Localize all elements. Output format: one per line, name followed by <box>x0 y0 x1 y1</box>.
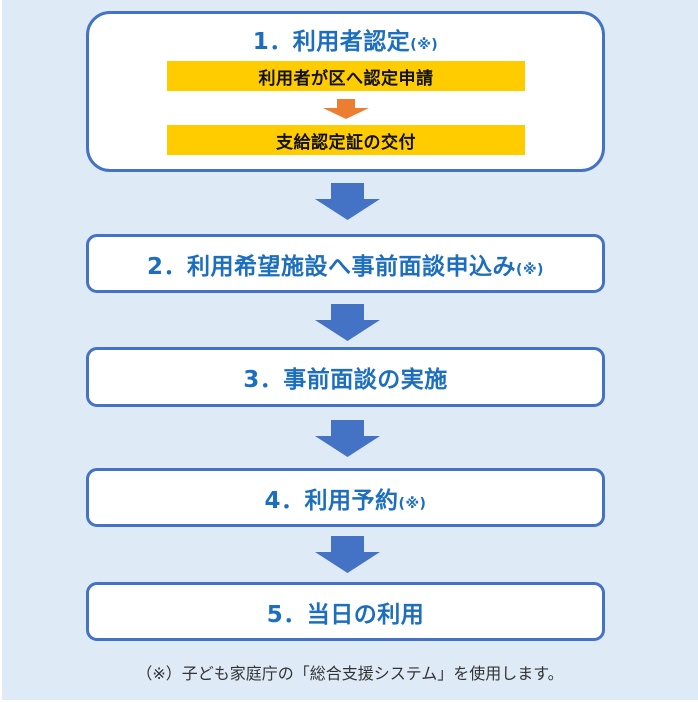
down-arrow-icon <box>315 420 380 457</box>
step-2-box: 2．利用希望施設へ事前面談申込み(※) <box>86 234 605 293</box>
step-note: (※) <box>410 37 439 53</box>
step-3-title: 3．事前面談の実施 <box>243 360 448 394</box>
step-label: 事前面談の実施 <box>283 367 448 393</box>
substep-certificate: 支給認定証の交付 <box>167 125 525 155</box>
step-4-title: 4．利用予約(※) <box>265 481 427 515</box>
down-arrow-icon <box>315 304 380 341</box>
step-3-box: 3．事前面談の実施 <box>86 347 605 407</box>
step-number: 2． <box>147 253 188 280</box>
step-label: 利用希望施設へ事前面談申込み <box>187 253 517 280</box>
step-number: 5． <box>266 601 307 628</box>
down-arrow-icon <box>315 183 380 220</box>
step-5-box: 5．当日の利用 <box>86 582 605 641</box>
footnote: （※）子ども家庭庁の「総合支援システム」を使用します。 <box>136 664 564 683</box>
orange-down-arrow-icon <box>323 99 369 119</box>
step-number: 1． <box>252 29 293 55</box>
step-label: 当日の利用 <box>306 601 425 628</box>
step-4-box: 4．利用予約(※) <box>86 468 605 527</box>
step-number: 4． <box>264 487 305 514</box>
substep-apply: 利用者が区へ認定申請 <box>167 61 525 91</box>
down-arrow-icon <box>315 536 380 573</box>
step-1-title: 1．利用者認定(※) <box>89 22 602 56</box>
step-5-title: 5．当日の利用 <box>267 595 425 629</box>
step-note: (※) <box>516 261 544 278</box>
step-1-box: 1．利用者認定(※) 利用者が区へ認定申請 支給認定証の交付 <box>86 11 605 172</box>
step-label: 利用者認定 <box>292 29 411 55</box>
step-label: 利用予約 <box>304 487 399 514</box>
step-number: 3． <box>243 367 284 393</box>
step-2-title: 2．利用希望施設へ事前面談申込み(※) <box>147 247 544 281</box>
step-note: (※) <box>398 495 427 512</box>
